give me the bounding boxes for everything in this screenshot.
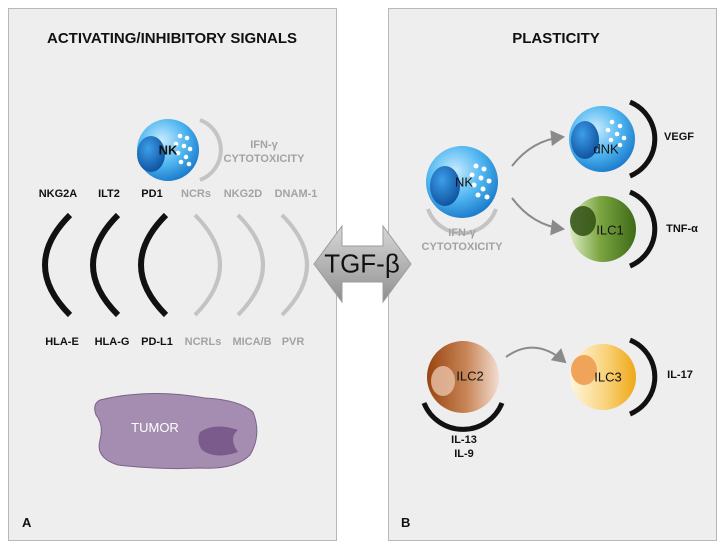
nk-label-a: NK (158, 142, 178, 158)
panel-a-title: ACTIVATING/INHIBITORY SIGNALS (46, 30, 298, 47)
tumor-label: TUMOR (131, 420, 179, 435)
ligand-pd-l1: PD-L1 (141, 336, 173, 348)
ilc3-cell (570, 344, 636, 410)
nk-effect-b: IFN-γ CYTOTOXICITY (422, 226, 503, 254)
tnf-alpha-label: TNF-α (666, 223, 698, 235)
cytotoxicity-label-b: CYTOTOXICITY (421, 241, 503, 253)
il17-label: IL-17 (667, 369, 693, 381)
panel-b-letter: B (401, 515, 411, 530)
ilc2-cell (427, 341, 499, 413)
il13-label: IL-13 (451, 434, 477, 446)
cytotoxicity-label-a: CYTOTOXICITY (223, 153, 305, 165)
ilc1-cell (570, 196, 636, 262)
tumor-cell (94, 392, 258, 470)
panel-a-letter: A (22, 515, 32, 530)
ligand-hla-e: HLA-E (45, 336, 79, 348)
nk-label-b: NK (454, 174, 474, 190)
ligand-mica-b: MICA/B (232, 336, 272, 348)
ifn-gamma-label-b: IFN-γ (448, 227, 476, 239)
receptor-nkg2a: NKG2A (38, 188, 78, 200)
receptor-ncrs: NCRs (181, 188, 211, 200)
nk-cell-a (137, 119, 199, 181)
il9-label: IL-9 (454, 448, 474, 460)
dnk-cell (569, 106, 635, 172)
ilc1-label: ILC1 (596, 222, 624, 238)
ligand-hla-g: HLA-G (94, 336, 130, 348)
panel-b (388, 8, 717, 541)
receptor-ilt2: ILT2 (98, 188, 120, 200)
nk-effect-arc-a (199, 118, 223, 182)
nk-cell-b (426, 146, 498, 218)
receptor-dnam1: DNAM-1 (274, 188, 318, 200)
tgf-beta-arrow (313, 224, 412, 304)
ligand-pvr: PVR (281, 336, 305, 348)
panel-b-title: PLASTICITY (512, 30, 600, 47)
ligand-ncrls: NCRLs (184, 336, 222, 348)
il13-il9-arc (421, 402, 505, 432)
tnf-arc (628, 189, 658, 269)
nk-effect-arc-b (426, 208, 498, 236)
nk-effect-a: IFN-γ CYTOTOXICITY (224, 138, 305, 166)
plasticity-arrows (505, 130, 567, 364)
vegf-arc (628, 99, 658, 179)
dnk-label: dNK (593, 141, 619, 157)
ifn-gamma-label-a: IFN-γ (250, 139, 278, 151)
ilc3-label: ILC3 (594, 369, 622, 385)
vegf-label: VEGF (664, 131, 694, 143)
ilc2-label: ILC2 (456, 368, 484, 384)
receptor-pd1: PD1 (141, 188, 163, 200)
receptor-nkg2d: NKG2D (223, 188, 263, 200)
receptor-arcs (42, 212, 309, 318)
ilc2-cytokines: IL-13 IL-9 (451, 433, 477, 461)
il17-arc (628, 337, 658, 417)
tgf-beta-label: TGF-β (324, 248, 400, 279)
